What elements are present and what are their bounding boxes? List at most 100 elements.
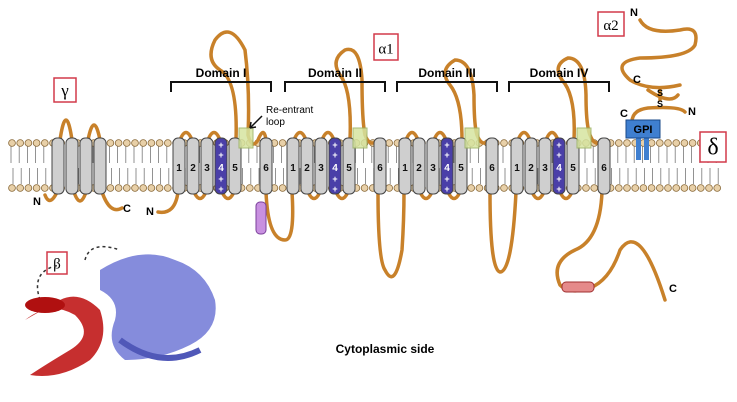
- lipid-head: [155, 184, 164, 192]
- domain-4-helix-s4: ++++4: [552, 137, 566, 195]
- helix-number: 1: [176, 163, 182, 174]
- helix-number: 3: [542, 163, 548, 174]
- domain-1-helix-s1: 1: [172, 137, 186, 195]
- cytoplasmic-side-label: Cytoplasmic side: [336, 342, 435, 356]
- lipid-head: [623, 139, 631, 147]
- pore-loop-region: [352, 127, 368, 149]
- helix-number: 2: [416, 163, 422, 174]
- helix-number: 6: [263, 163, 269, 174]
- lipid-head: [32, 184, 41, 192]
- domain-bracket: [396, 81, 498, 92]
- helix-cylinder: [286, 137, 300, 195]
- terminus-label: C: [123, 203, 131, 215]
- lipid-head: [164, 139, 172, 147]
- helix-number: 1: [402, 163, 408, 174]
- domain-2-helix-s3: 3: [314, 137, 328, 195]
- helix-number: 6: [489, 163, 495, 174]
- lipid-head: [705, 184, 713, 192]
- gpi-anchor-leg: [644, 138, 649, 160]
- lipid-head: [16, 184, 25, 192]
- helix-number: 4: [218, 163, 224, 174]
- helix-number: 2: [528, 163, 534, 174]
- domain-4-helix-s5: 5: [566, 137, 580, 195]
- domain-label: Domain I: [196, 66, 247, 80]
- lipid-head: [590, 184, 598, 192]
- alpha1-subunit-box: [373, 33, 399, 61]
- lipid-head: [16, 139, 25, 147]
- helix-cylinder: [79, 137, 93, 195]
- lipid-head: [106, 184, 115, 192]
- positive-charge-mark: +: [556, 140, 561, 150]
- lipid-head: [139, 139, 148, 147]
- lipid-head: [655, 184, 664, 192]
- gamma-subunit-label: γ: [60, 81, 69, 100]
- lipid-head: [164, 184, 172, 192]
- domain-3-helix-s3: 3: [426, 137, 440, 195]
- gpi-box: [625, 119, 661, 139]
- lipid-head: [500, 184, 508, 192]
- domain-bracket: [284, 81, 386, 92]
- lipid-head: [123, 184, 131, 192]
- lipid-head: [672, 184, 680, 192]
- helix-cylinder: [412, 137, 426, 195]
- reentrant-loop-label: loop: [266, 117, 285, 128]
- lipid-head: [475, 184, 484, 192]
- lipid-head: [614, 184, 623, 192]
- beta-subunit-box: [46, 251, 68, 275]
- helix-number: 2: [190, 163, 196, 174]
- lipid-head: [106, 139, 115, 147]
- helix-number: 6: [377, 163, 383, 174]
- alpha2-subunit-box: [597, 11, 625, 37]
- lipid-head: [467, 184, 476, 192]
- domain-2-helix-s1: 1: [286, 137, 300, 195]
- helix-cylinder: [597, 137, 611, 195]
- positive-charge-mark: +: [556, 184, 561, 194]
- helix-cylinder: [566, 137, 580, 195]
- lipid-head: [713, 184, 721, 192]
- domain-label: Domain III: [418, 66, 475, 80]
- helix-number: 6: [601, 163, 607, 174]
- domain-4-helix-s2: 2: [524, 137, 538, 195]
- domain-2-helix-s2: 2: [300, 137, 314, 195]
- domain-1-helix-s6: 6: [259, 137, 273, 195]
- lipid-head: [696, 184, 705, 192]
- helix-number: 3: [204, 163, 210, 174]
- lipid-head: [664, 139, 672, 147]
- domain-3-helix-s6: 6: [485, 137, 499, 195]
- domain-label: Domain II: [308, 66, 362, 80]
- helix-cylinder: [328, 137, 342, 195]
- domain-3-helix-s2: 2: [412, 137, 426, 195]
- helix-cylinder: [538, 137, 552, 195]
- positive-charge-mark: +: [444, 140, 449, 150]
- lipid-head: [680, 184, 689, 192]
- lipid-head: [155, 139, 164, 147]
- terminus-label: N: [33, 196, 41, 208]
- helix-cylinder: [454, 137, 468, 195]
- lipid-head: [40, 184, 49, 192]
- terminus-label: N: [146, 206, 154, 218]
- terminus-label: C: [669, 283, 677, 295]
- helix-number: 4: [332, 163, 338, 174]
- positive-charge-mark: +: [218, 174, 223, 184]
- positive-charge-mark: +: [218, 140, 223, 150]
- lipid-head: [114, 139, 123, 147]
- helix-cylinder: [228, 137, 242, 195]
- lipid-head: [655, 139, 664, 147]
- alpha2-subunit-label: α2: [603, 18, 618, 34]
- domain-4-helix-s3: 3: [538, 137, 552, 195]
- lipid-head: [688, 139, 697, 147]
- helix-cylinder: [552, 137, 566, 195]
- lipid-head: [32, 139, 41, 147]
- helix-cytoplasmic-alpha1: [561, 281, 595, 293]
- gamma-helix: [65, 137, 79, 195]
- lipid-head: [385, 184, 394, 192]
- lipid-head: [680, 139, 689, 147]
- helix-number: 2: [304, 163, 310, 174]
- domain-1-helix-s3: 3: [200, 137, 214, 195]
- helix-cylinder: [373, 137, 387, 195]
- helix-cylinder: [510, 137, 524, 195]
- pore-loop-region: [238, 127, 254, 149]
- domain-1-helix-s5: 5: [228, 137, 242, 195]
